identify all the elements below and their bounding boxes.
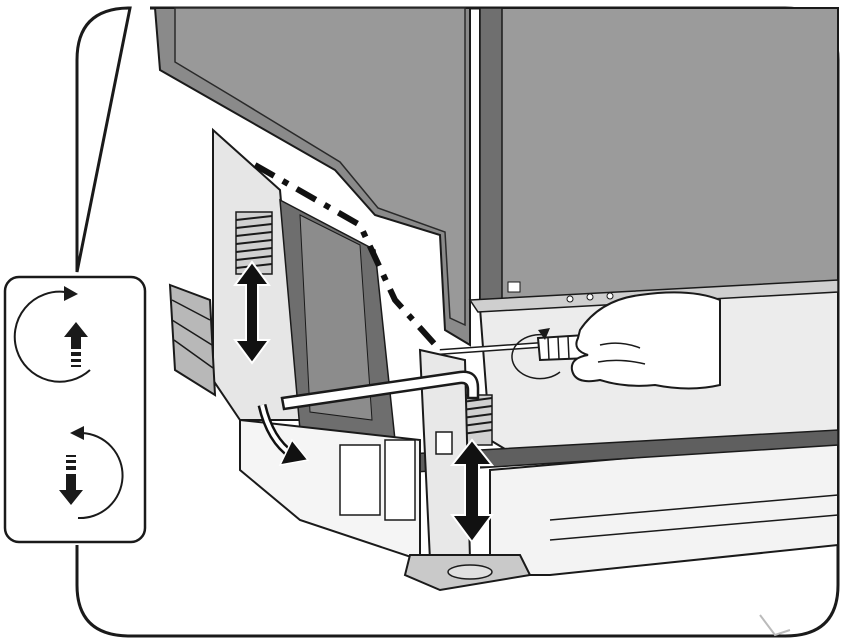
frame-box (384, 439, 416, 521)
corner-marker (759, 614, 791, 637)
clockwise-raise-icon (13, 286, 91, 383)
door-panel-inner-left (174, 7, 466, 327)
left-height-double-arrow (233, 260, 271, 365)
rotation-circle-arrow (511, 333, 561, 380)
hex-key (280, 370, 480, 411)
rail-line (549, 494, 839, 521)
foot-pad (447, 564, 493, 580)
door-panel-right-edge (479, 7, 503, 309)
frame-box (339, 444, 381, 516)
left-foot-bracket (168, 283, 217, 397)
door-panel-right (479, 7, 839, 309)
right-height-double-arrow (449, 438, 495, 544)
hand-icon (570, 291, 721, 390)
rail-line (549, 514, 839, 541)
hex-key-rotation-arrow (257, 403, 310, 466)
screw-dot (606, 292, 614, 300)
cabinet-inner-mid (299, 214, 373, 421)
screw-dot (566, 295, 574, 303)
door-small-label (507, 281, 521, 293)
foot-bolt (435, 431, 453, 455)
counterclockwise-lower-icon (59, 426, 124, 520)
dashed-hinge-line (253, 162, 443, 353)
rotation-arrow-head (538, 328, 550, 340)
rotation-legend-box (3, 275, 147, 544)
screw-dot (586, 293, 594, 301)
